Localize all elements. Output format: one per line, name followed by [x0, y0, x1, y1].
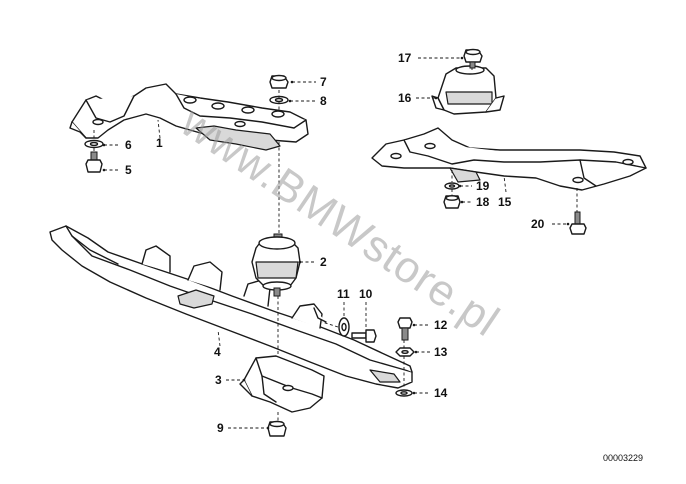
callout-leaders [102, 56, 570, 430]
callout-3: 3 [215, 373, 222, 387]
part-4-crossmember [49, 225, 413, 389]
callout-12: 12 [434, 318, 448, 332]
callout-9: 9 [217, 421, 224, 435]
part-11-washer [338, 317, 350, 337]
part-15-crossmember [371, 127, 647, 191]
part-3-lower-bracket [239, 355, 325, 413]
part-17-nut [463, 48, 483, 69]
part-12-bolt [397, 317, 413, 341]
part-2-rubber-mount [251, 233, 301, 297]
callout-14: 14 [434, 386, 448, 400]
part-13-washer [395, 347, 415, 357]
part-5-bolt [85, 151, 103, 173]
part-9-nut [267, 420, 287, 437]
callout-16: 16 [398, 91, 412, 105]
part-16-mount [431, 65, 505, 115]
callout-4: 4 [214, 345, 221, 359]
part-7-nut [269, 74, 289, 89]
assembly-guide-lines [93, 68, 578, 422]
callout-18: 18 [476, 195, 490, 209]
callout-8: 8 [320, 94, 327, 108]
callout-6: 6 [125, 138, 132, 152]
callout-11: 11 [337, 287, 350, 301]
callout-13: 13 [434, 345, 448, 359]
diagram-reference-number: 00003229 [603, 453, 643, 463]
part-19-washer [444, 182, 460, 190]
callout-15: 15 [498, 195, 512, 209]
part-10-bolt [351, 329, 377, 343]
callout-labels: 1 7 8 6 5 2 4 3 9 11 10 12 13 14 15 16 1… [125, 51, 545, 435]
part-20-bolt [569, 211, 587, 235]
callout-7: 7 [320, 75, 327, 89]
callout-1: 1 [156, 136, 163, 150]
part-1-bracket [69, 83, 309, 151]
callout-17: 17 [398, 51, 412, 65]
callout-10: 10 [359, 287, 373, 301]
callout-19: 19 [476, 179, 490, 193]
callout-20: 20 [531, 217, 545, 231]
callout-5: 5 [125, 163, 132, 177]
callout-2: 2 [320, 255, 327, 269]
part-14-washer [395, 389, 413, 397]
part-18-nut [443, 195, 461, 209]
part-6-washer [84, 139, 104, 149]
